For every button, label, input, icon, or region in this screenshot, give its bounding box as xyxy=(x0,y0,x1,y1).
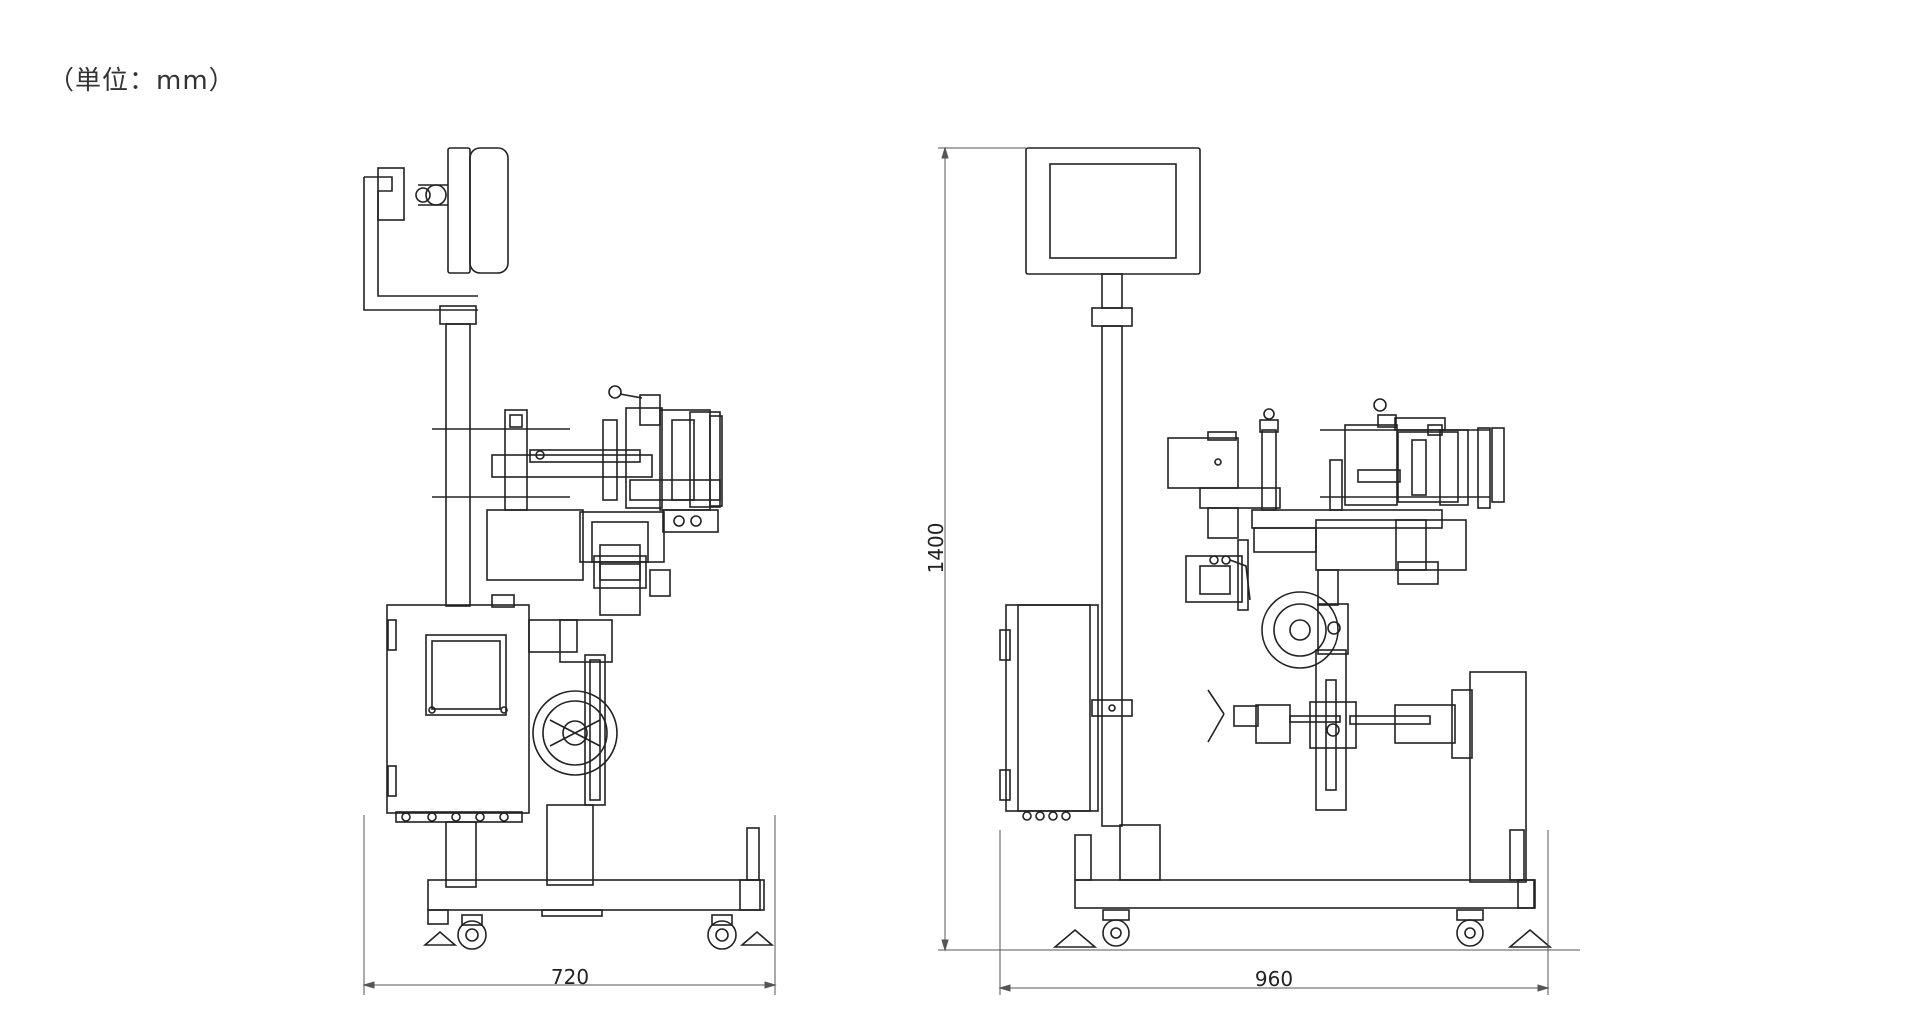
unit-label: （単位：mm） xyxy=(48,66,236,96)
height-dimension xyxy=(938,146,1580,952)
front-width-dimension xyxy=(998,830,1550,995)
front-width-label: 960 xyxy=(1255,967,1293,991)
height-label: 1400 xyxy=(924,523,948,574)
side-view xyxy=(363,147,775,950)
side-width-label: 720 xyxy=(551,965,589,989)
front-view xyxy=(999,147,1553,948)
side-width-dimension xyxy=(362,815,777,995)
